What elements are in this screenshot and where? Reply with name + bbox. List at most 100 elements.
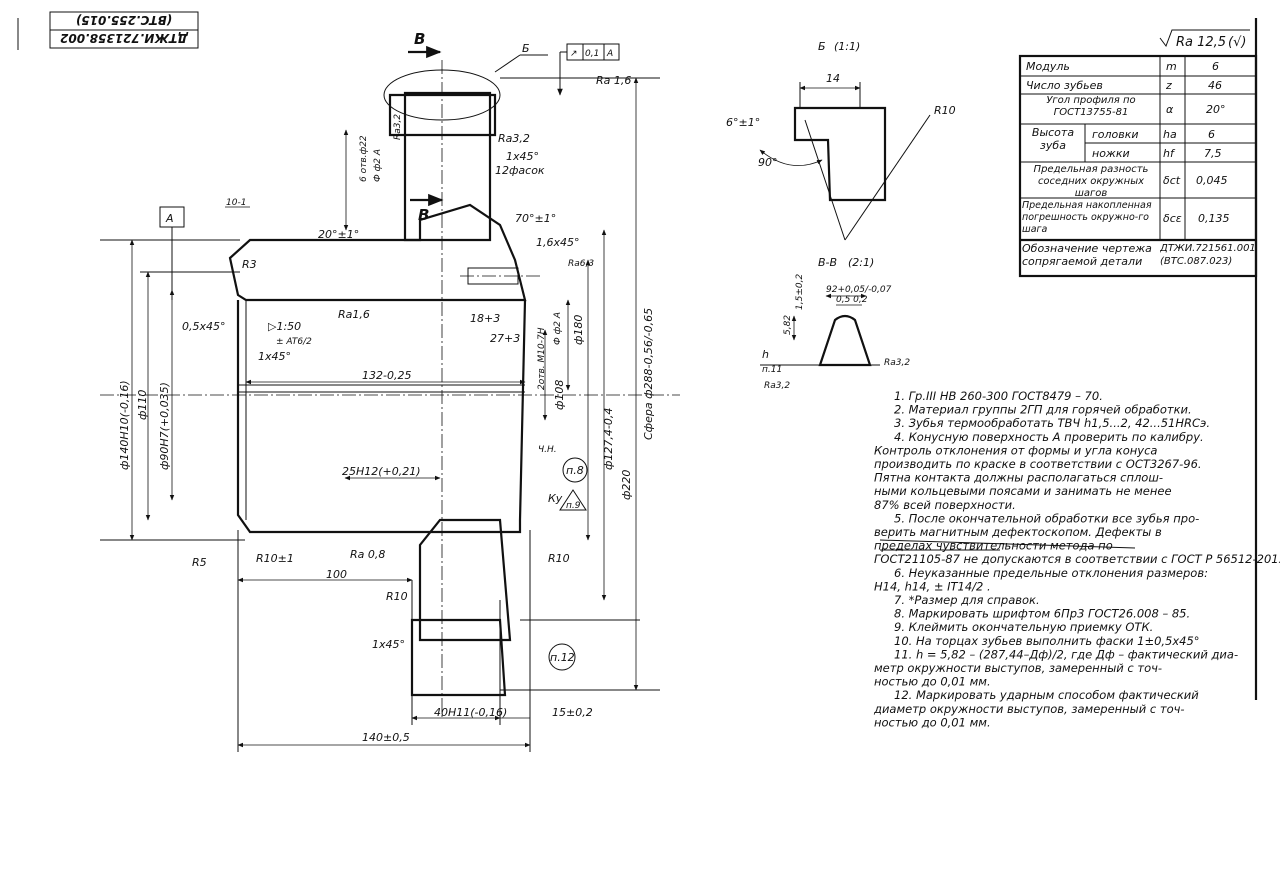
svg-text:18+3: 18+3 — [470, 312, 500, 325]
svg-text:40Н11(-0,16): 40Н11(-0,16) — [434, 706, 507, 719]
svg-text:Ra3,2: Ra3,2 — [393, 114, 403, 140]
section-b-view: Б (1:1) 14 6°±1° 90° R10 — [726, 40, 956, 241]
note-line: ГОСТ21105-87 не допускаются в соответств… — [874, 552, 1280, 566]
section-b-angle1: 6°±1° — [726, 116, 760, 129]
bore-outline — [236, 299, 527, 534]
svg-text:ф108: ф108 — [553, 380, 566, 410]
svg-text:Ra3,2: Ra3,2 — [764, 381, 790, 391]
svg-text:140±0,5: 140±0,5 — [362, 731, 410, 744]
svg-text:Ra3,2: Ra3,2 — [498, 132, 530, 145]
general-roughness: Ra 12,5 (√) — [1159, 29, 1250, 50]
svg-text:ф90Н7(+0,035): ф90Н7(+0,035) — [158, 382, 171, 470]
svg-text:0,135: 0,135 — [1198, 212, 1230, 225]
svg-text:головки: головки — [1092, 128, 1139, 141]
section-vv-view: В-В (2:1) 1,5±0,2 92+0,05/-0,07 0,5 0,2 … — [760, 256, 910, 391]
svg-text:Сфера ф288-0,56/-0,65: Сфера ф288-0,56/-0,65 — [642, 308, 655, 440]
ref-p8 — [562, 457, 588, 483]
hatched-lower — [418, 518, 512, 642]
svg-text:R10: R10 — [548, 552, 570, 565]
svg-text:1х45°: 1х45° — [258, 350, 291, 363]
svg-text:0,5х45°: 0,5х45° — [182, 320, 226, 333]
note-line: ностью до 0,01 мм. — [874, 675, 991, 689]
svg-text:α: α — [1166, 103, 1174, 116]
note-line: 12. Маркировать ударным способом фактиче… — [894, 688, 1199, 702]
svg-text:Ra1,6: Ra1,6 — [338, 308, 370, 321]
note-line: 8. Маркировать шрифтом 6Пр3 ГОСТ26.008 –… — [894, 607, 1190, 621]
mark-b: Б — [522, 42, 530, 55]
svg-text:0,5 0,2: 0,5 0,2 — [836, 295, 868, 305]
note-line: 87% всей поверхности. — [874, 498, 1016, 512]
note-line: Контроль отклонения от формы и угла кону… — [874, 443, 1157, 457]
svg-text:20°: 20° — [1206, 103, 1226, 116]
note-line: 2. Материал группы 2ГП для горячей обраб… — [894, 403, 1192, 417]
section-b-title: Б — [818, 40, 826, 53]
svg-text:▷1:50: ▷1:50 — [268, 320, 301, 333]
top-roughness: Ra 1,6 — [596, 74, 631, 87]
ref-p9-triangle — [559, 489, 587, 511]
svg-text:ф110: ф110 — [136, 390, 149, 420]
note-line: ными кольцевыми поясами и занимать не ме… — [874, 484, 1172, 498]
svg-text:20°±1°: 20°±1° — [318, 228, 359, 241]
svg-text:7,5: 7,5 — [1204, 147, 1222, 160]
section-vv-title: В-В — [818, 256, 837, 269]
section-mark-v-mid: В — [410, 193, 444, 224]
svg-text:± AT6/2: ± AT6/2 — [276, 337, 312, 347]
svg-text:A: A — [165, 212, 174, 225]
svg-text:0,1: 0,1 — [585, 49, 599, 59]
svg-text:10-1: 10-1 — [226, 198, 246, 208]
runout-tolerance-frame: ↗ 0,1 A — [557, 43, 620, 96]
note-line: 9. Клеймить окончательную приемку ОТК. — [894, 620, 1153, 634]
hatched-web-upper — [403, 91, 492, 242]
svg-text:R10: R10 — [386, 590, 408, 603]
title-stamp: ДТЖИ.721358.002 (ВТС.255.015) — [49, 11, 199, 49]
svg-text:ф127,4-0,4: ф127,4-0,4 — [602, 408, 615, 470]
note-line: диаметр окружности выступов, замеренный … — [873, 702, 1185, 716]
svg-text:п.12: п.12 — [550, 651, 575, 664]
svg-text:5,82: 5,82 — [783, 315, 793, 335]
note-line: производить по краске в соответствии с О… — [874, 457, 1202, 471]
note-line: 6. Неуказанные предельные отклонения раз… — [894, 566, 1208, 580]
svg-text:Ф ф2 A: Ф ф2 A — [553, 312, 563, 345]
svg-text:Ф ф2 A: Ф ф2 A — [373, 149, 383, 182]
svg-text:1,6х45°: 1,6х45° — [536, 236, 580, 249]
hatched-hub-top — [228, 203, 527, 302]
svg-text:2отв. М10-7Н: 2отв. М10-7Н — [537, 327, 547, 390]
stamp-line-1: ДТЖИ.721358.002 — [60, 31, 189, 45]
svg-text:6: 6 — [1208, 128, 1215, 141]
gear-params-table: Модуль m 6 Число зубьев z 46 Угол профил… — [1018, 54, 1258, 278]
note-line: 10. На торцах зубьев выполнить фаски 1±0… — [894, 634, 1200, 648]
svg-text:ф220: ф220 — [620, 470, 633, 500]
section-vv-scale: (2:1) — [848, 256, 874, 269]
view-mark-b: Б — [494, 42, 548, 73]
svg-text:Модуль: Модуль — [1026, 60, 1070, 73]
svg-text:δct: δct — [1163, 174, 1181, 187]
svg-text:12фасок: 12фасок — [495, 164, 545, 177]
strike-line-1 — [879, 539, 1136, 549]
svg-text:R3: R3 — [242, 258, 257, 271]
svg-text:h: h — [762, 348, 769, 361]
svg-text:Ra6,3: Ra6,3 — [568, 259, 594, 269]
svg-text:hа: hа — [1163, 128, 1177, 141]
note-line: 7. *Размер для справок. — [894, 593, 1040, 607]
svg-text:70°±1°: 70°±1° — [515, 212, 556, 225]
svg-text:6: 6 — [1212, 60, 1219, 73]
svg-text:R5: R5 — [192, 556, 207, 569]
svg-text:m: m — [1166, 60, 1177, 73]
ref-p12 — [548, 643, 576, 671]
svg-text:Кy: Кy — [548, 492, 563, 505]
svg-text:92+0,05/-0,07: 92+0,05/-0,07 — [826, 285, 892, 295]
svg-text:(√): (√) — [1228, 35, 1246, 50]
svg-text:132-0,25: 132-0,25 — [362, 369, 411, 382]
svg-text:δcε: δcε — [1163, 212, 1182, 225]
svg-text:hf: hf — [1163, 147, 1176, 160]
svg-text:1х45°: 1х45° — [372, 638, 405, 651]
svg-text:Число зубьев: Число зубьев — [1026, 79, 1103, 92]
svg-text:ф180: ф180 — [572, 315, 585, 345]
technical-notes: 1. Гр.III НВ 260-300 ГОСТ8479 – 70.2. Ма… — [873, 389, 1280, 729]
section-b-scale: (1:1) — [834, 40, 860, 53]
note-line: 1. Гр.III НВ 260-300 ГОСТ8479 – 70. — [894, 389, 1103, 403]
note-line: 4. Конусную поверхность А проверить по к… — [894, 430, 1204, 444]
svg-text:1х45°: 1х45° — [506, 150, 539, 163]
note-line: 11. h = 5,82 – (287,44–Дф)/2, где Дф – ф… — [894, 647, 1238, 661]
